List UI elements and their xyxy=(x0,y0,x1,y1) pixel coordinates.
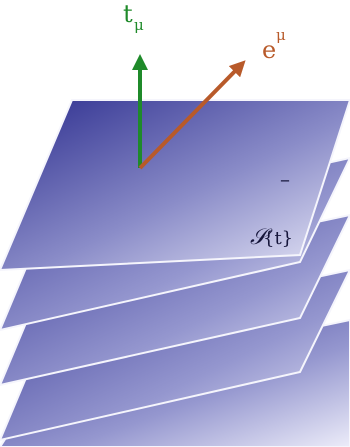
e-index: μ xyxy=(276,26,286,44)
t-vector-label: t μ xyxy=(123,0,144,34)
e-vector xyxy=(138,60,246,170)
t-index: μ xyxy=(134,16,144,34)
surface-label: – 𝒮 {t} xyxy=(250,167,293,250)
t-label: t xyxy=(123,0,133,28)
surface-argument: {t} xyxy=(263,228,293,249)
e-vector-label: e μ xyxy=(262,26,286,64)
sheet-top xyxy=(0,99,350,272)
surface-overline: – xyxy=(280,167,290,191)
e-label: e xyxy=(262,36,276,64)
